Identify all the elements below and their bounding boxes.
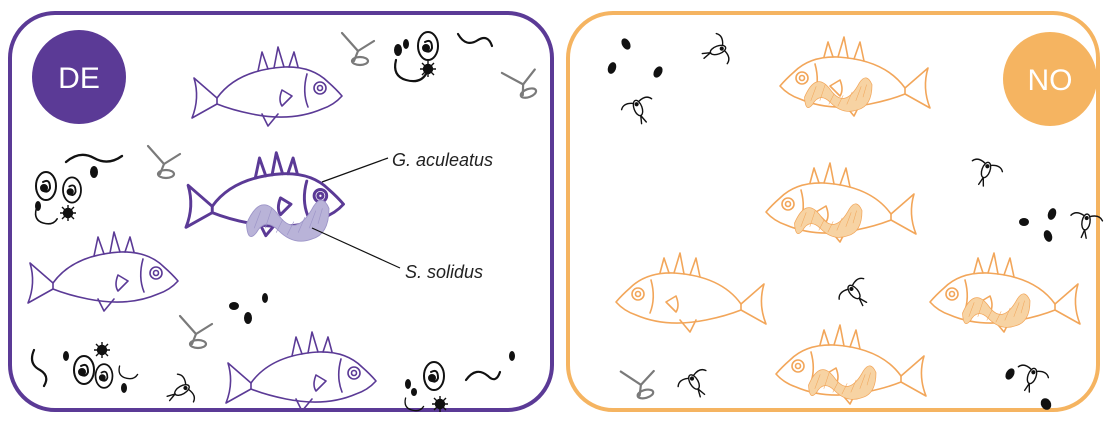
spiky-organism-icon	[420, 61, 436, 77]
spiky-organism-icon	[432, 396, 448, 412]
panel-no-label: NO	[1028, 64, 1073, 97]
annotation-host-label: G. aculeatus	[392, 150, 493, 170]
annotation-parasite-label: S. solidus	[405, 262, 483, 282]
spiky-organism-icon	[94, 342, 110, 358]
panel-de-label: DE	[58, 62, 100, 95]
spiky-organism-icon	[60, 205, 76, 221]
panel-de: DE G. aculeatus S. solidus	[10, 13, 552, 412]
panel-no: NO	[568, 13, 1103, 412]
